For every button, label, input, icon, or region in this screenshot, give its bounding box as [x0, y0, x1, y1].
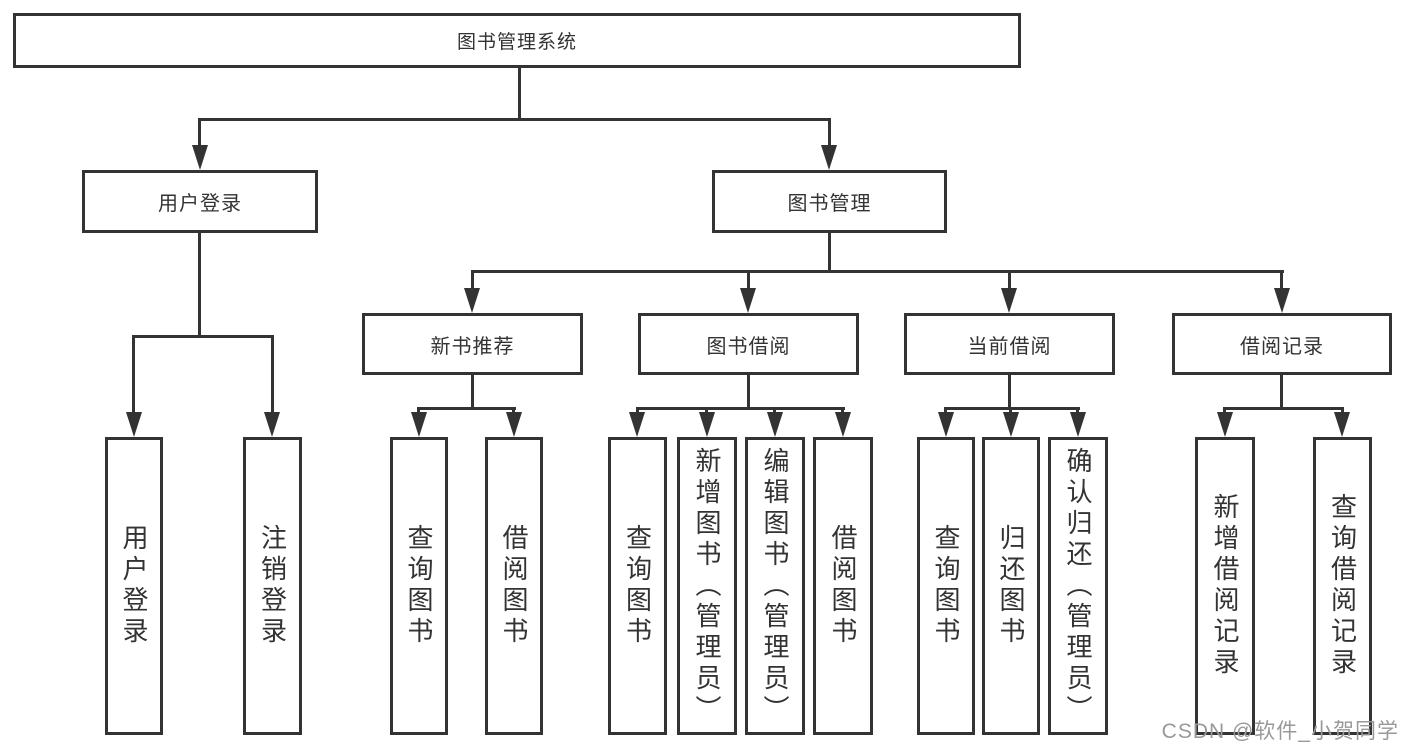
- arrow-down-icon: [411, 412, 427, 437]
- node-book-management: 图书管理: [712, 170, 947, 233]
- node-current-borrowing: 当前借阅: [904, 313, 1115, 375]
- arrow-down-icon: [699, 412, 715, 437]
- leaf-query-books-borrowing: 查询图书: [608, 437, 667, 735]
- connector-line: [747, 270, 750, 290]
- arrow-down-icon: [1217, 412, 1233, 437]
- leaf-user-login: 用户登录: [105, 437, 163, 735]
- connector-line: [828, 118, 831, 146]
- arrow-down-icon: [821, 145, 837, 170]
- leaf-add-books-admin: 新增图书（管理员）: [677, 437, 737, 735]
- node-library-system-label: 图书管理系统: [456, 32, 577, 53]
- connector-line: [198, 118, 831, 121]
- arrow-down-icon: [264, 412, 280, 437]
- leaf-query-borrow-record-label: 查询借阅记录: [1327, 493, 1358, 679]
- node-borrowing-records: 借阅记录: [1172, 313, 1392, 375]
- leaf-borrow-books-recommend: 借阅图书: [485, 437, 543, 735]
- arrow-down-icon: [938, 412, 954, 437]
- connector-line: [1280, 270, 1283, 290]
- leaf-confirm-return-admin-label: 确认归还（管理员）: [1063, 446, 1093, 726]
- node-user-login: 用户登录: [82, 170, 318, 233]
- leaf-query-books-current: 查询图书: [917, 437, 975, 735]
- node-borrowing-records-label: 借阅记录: [1240, 335, 1324, 358]
- leaf-logout-login: 注销登录: [243, 437, 302, 735]
- connector-line: [471, 373, 474, 408]
- connector-line: [471, 270, 474, 290]
- connector-line: [198, 233, 201, 335]
- leaf-add-books-admin-label: 新增图书（管理员）: [692, 446, 722, 726]
- leaf-borrow-books-label: 借阅图书: [828, 524, 858, 648]
- node-book-management-label: 图书管理: [787, 193, 872, 215]
- arrow-down-icon: [1070, 412, 1086, 437]
- leaf-logout-login-label: 注销登录: [257, 524, 288, 648]
- connector-line: [471, 270, 1284, 273]
- arrow-down-icon: [1003, 412, 1019, 437]
- node-current-borrowing-label: 当前借阅: [967, 335, 1052, 358]
- connector-line: [747, 373, 750, 408]
- leaf-user-login-label: 用户登录: [119, 524, 149, 648]
- connector-line: [132, 335, 274, 338]
- leaf-add-borrow-record: 新增借阅记录: [1195, 437, 1255, 735]
- node-book-borrowing-label: 图书借阅: [706, 335, 791, 358]
- arrow-down-icon: [1274, 288, 1290, 313]
- leaf-query-books-recommend: 查询图书: [390, 437, 448, 735]
- connector-line: [1223, 407, 1344, 410]
- node-book-borrowing: 图书借阅: [638, 313, 859, 375]
- arrow-down-icon: [835, 412, 851, 437]
- connector-line: [417, 407, 516, 410]
- node-user-login-label: 用户登录: [158, 193, 242, 215]
- leaf-borrow-books: 借阅图书: [813, 437, 873, 735]
- arrow-down-icon: [1334, 412, 1350, 437]
- connector-line: [636, 407, 845, 410]
- leaf-query-borrow-record: 查询借阅记录: [1313, 437, 1372, 735]
- leaf-borrow-books-recommend-label: 借阅图书: [499, 524, 529, 648]
- leaf-query-books-recommend-label: 查询图书: [404, 524, 434, 648]
- connector-line: [1008, 373, 1011, 408]
- leaf-query-books-borrowing-label: 查询图书: [622, 524, 653, 648]
- node-new-book-recommendation-label: 新书推荐: [430, 335, 515, 358]
- arrow-down-icon: [1001, 288, 1017, 313]
- connector-line: [828, 233, 831, 273]
- leaf-edit-books-admin: 编辑图书（管理员）: [745, 437, 805, 735]
- arrow-down-icon: [740, 288, 756, 313]
- leaf-return-books-label: 归还图书: [996, 524, 1026, 648]
- connector-line: [198, 118, 201, 146]
- node-new-book-recommendation: 新书推荐: [362, 313, 583, 375]
- leaf-confirm-return-admin: 确认归还（管理员）: [1048, 437, 1108, 735]
- connector-line: [1008, 270, 1011, 290]
- arrow-down-icon: [506, 412, 522, 437]
- leaf-add-borrow-record-label: 新增借阅记录: [1210, 493, 1240, 679]
- node-library-system: 图书管理系统: [13, 13, 1021, 68]
- connector-line: [271, 335, 274, 413]
- connector-line: [1280, 373, 1283, 408]
- arrow-down-icon: [629, 412, 645, 437]
- arrow-down-icon: [192, 145, 208, 170]
- leaf-return-books: 归还图书: [982, 437, 1040, 735]
- leaf-edit-books-admin-label: 编辑图书（管理员）: [760, 446, 790, 726]
- arrow-down-icon: [126, 412, 142, 437]
- connector-line: [518, 68, 521, 118]
- watermark: CSDN @软件_小贺同学: [1161, 720, 1399, 743]
- arrow-down-icon: [767, 412, 783, 437]
- connector-line: [132, 335, 135, 413]
- arrow-down-icon: [464, 288, 480, 313]
- leaf-query-books-current-label: 查询图书: [931, 524, 961, 648]
- connector-line: [944, 407, 1080, 410]
